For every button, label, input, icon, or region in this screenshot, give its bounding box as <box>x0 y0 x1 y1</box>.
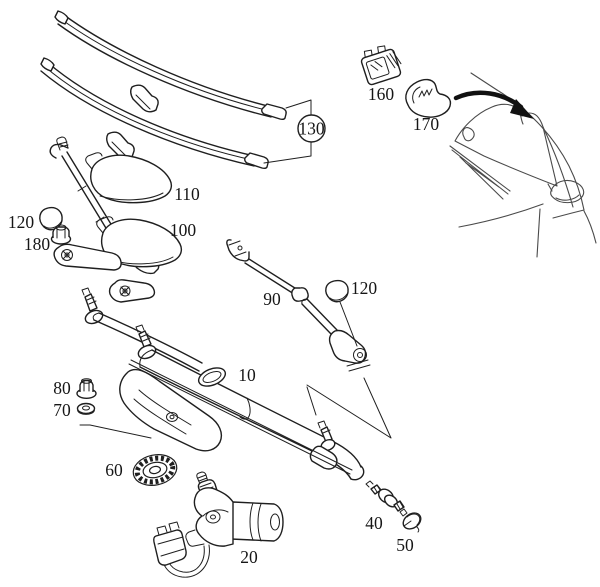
wiper-motor-20 <box>153 471 284 578</box>
wiper-blade-primary <box>54 10 287 121</box>
callout-180[interactable]: 180 <box>24 234 51 254</box>
rod-cap-120 <box>325 279 349 303</box>
callout-60[interactable]: 60 <box>105 460 123 480</box>
car-location-sketch <box>449 72 597 258</box>
sensor-cover-170 <box>405 78 452 118</box>
arm-nut-180 <box>50 224 72 245</box>
callout-bubble-130[interactable] <box>297 114 326 143</box>
clip-50 <box>402 512 422 533</box>
callout-170[interactable]: 170 <box>413 114 440 134</box>
gear-60 <box>132 454 178 486</box>
callout-120-rod[interactable]: 120 <box>351 278 378 298</box>
windshield-location-arrow <box>453 90 534 119</box>
washer-70 <box>76 402 96 415</box>
callout-90[interactable]: 90 <box>263 289 281 309</box>
rain-sensor-160 <box>360 45 402 86</box>
callout-100[interactable]: 100 <box>170 220 197 240</box>
linkage-rod-90 <box>226 239 371 372</box>
blade-callout-bracket <box>263 99 312 164</box>
callout-40[interactable]: 40 <box>365 513 383 533</box>
pointer-lines <box>306 377 392 439</box>
callout-10[interactable]: 10 <box>238 365 256 385</box>
callout-20[interactable]: 20 <box>240 547 258 567</box>
callout-160[interactable]: 160 <box>368 84 395 104</box>
damper-40 <box>365 480 408 517</box>
wiper-arm-assembly <box>49 136 183 275</box>
linkage-frame-10 <box>81 279 365 481</box>
nut-80 <box>76 378 97 400</box>
callout-110[interactable]: 110 <box>174 184 200 204</box>
leader-line-70 <box>79 424 152 439</box>
callout-50[interactable]: 50 <box>396 535 414 555</box>
arm-spoiler-110 <box>90 154 173 204</box>
callout-130[interactable]: 130 <box>298 119 325 139</box>
callout-120-arm[interactable]: 120 <box>8 212 35 232</box>
callout-70[interactable]: 70 <box>53 400 71 420</box>
callout-80[interactable]: 80 <box>53 378 71 398</box>
wiper-blade-secondary <box>40 57 269 170</box>
